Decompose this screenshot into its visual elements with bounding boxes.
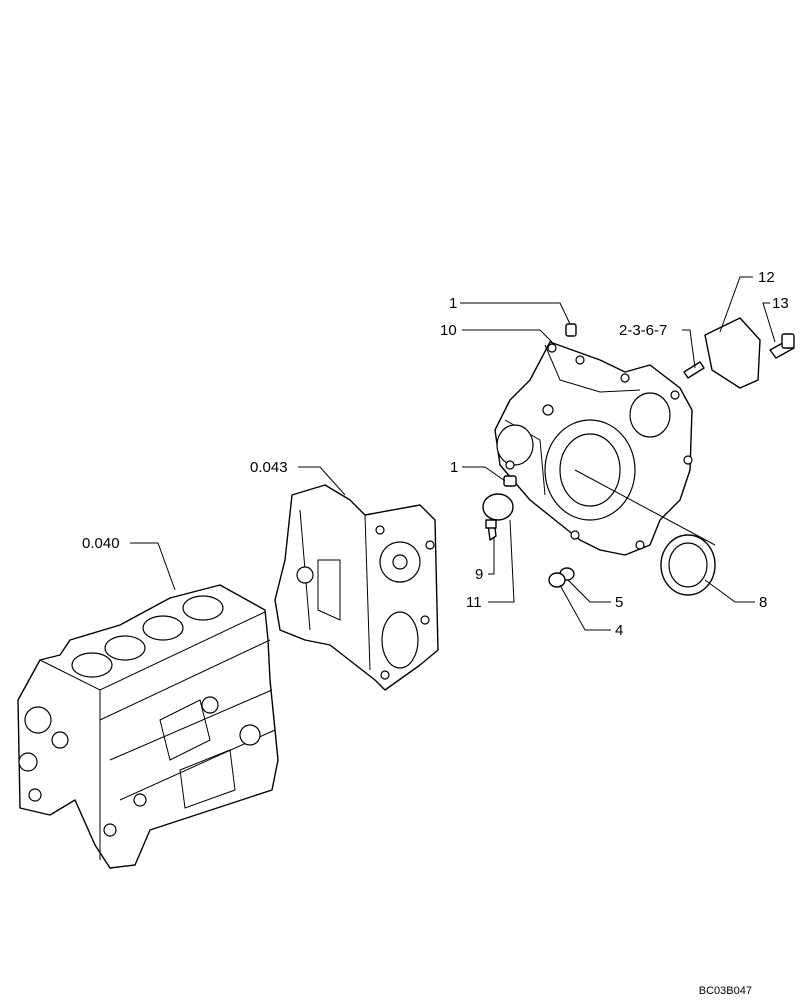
callout-1-mid: 1 (450, 459, 458, 476)
callout-5: 5 (615, 594, 623, 611)
callout-0043: 0.043 (250, 459, 288, 476)
cover-item-11 (482, 493, 514, 521)
callout-8: 8 (759, 594, 767, 611)
callout-11: 11 (466, 594, 482, 611)
callout-9: 9 (475, 566, 483, 583)
callout-4: 4 (615, 622, 623, 639)
callout-2-3-6-7: 2-3-6-7 (619, 322, 667, 339)
bolt-item-9 (485, 519, 497, 541)
cover-plate-item-12 (704, 317, 761, 389)
callout-labels: 0.040 0.043 1 10 2-3-6-7 12 13 1 9 11 5 … (82, 269, 789, 997)
plug-item-1-top (565, 323, 577, 337)
bolt-item-13 (769, 333, 795, 359)
gear-housing-plate-illustration (274, 484, 439, 691)
callout-13: 13 (772, 295, 789, 312)
callout-10: 10 (440, 322, 457, 339)
callout-1-top: 1 (449, 295, 457, 312)
plug-item-4 (548, 572, 566, 588)
timing-cover-illustration (494, 341, 693, 556)
leader-lines (130, 276, 776, 631)
drawing-code: BC03B047 (699, 985, 752, 997)
callout-12: 12 (758, 269, 775, 286)
seal-item-8 (660, 534, 716, 596)
engine-block-illustration (17, 584, 279, 869)
plug-item-1-mid (503, 475, 517, 487)
callout-0040: 0.040 (82, 535, 120, 552)
bolt-item-2367 (683, 361, 705, 379)
